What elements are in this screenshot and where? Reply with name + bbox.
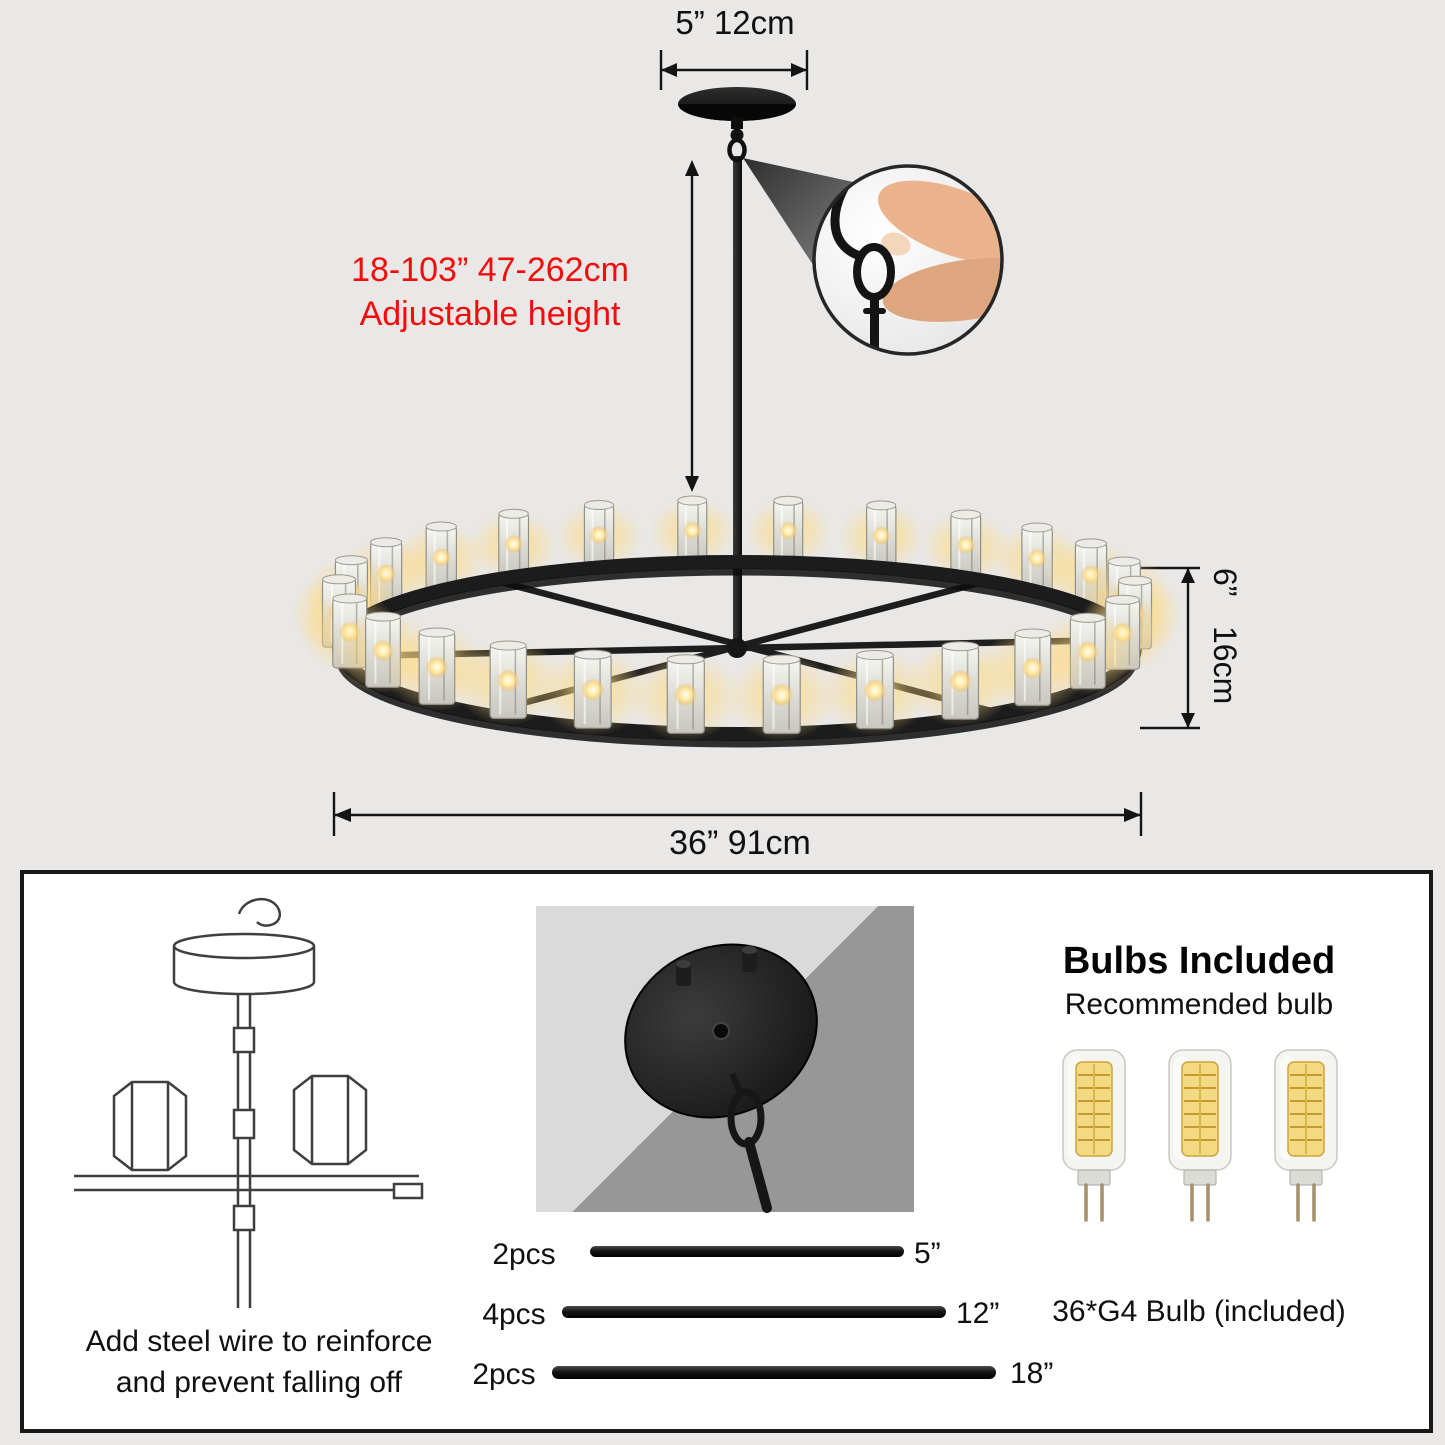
adjustable-height-line2: Adjustable height <box>359 295 621 334</box>
crystal-shade-light <box>819 647 931 736</box>
mount-post <box>676 964 691 986</box>
center-hub <box>727 638 747 658</box>
crystal-shade-light <box>453 638 563 726</box>
arrow-down-icon <box>1181 713 1195 728</box>
hex-nut-left <box>112 1080 188 1172</box>
arrow-left-icon <box>661 63 677 77</box>
canopy-width-label: 5” 12cm <box>675 4 795 41</box>
rod-length-label: 5” <box>914 1237 941 1270</box>
crystal-shade-light <box>921 509 1011 582</box>
canopy-mount-photo <box>536 906 914 1213</box>
g4-bulb-icon <box>1061 1048 1127 1222</box>
wire-curl <box>237 897 282 927</box>
crystal-shade-light <box>837 500 926 572</box>
adjustable-height-line1: 18-103” 47-262cm <box>351 251 629 289</box>
steel-wire-caption-line1: Add steel wire to reinforce <box>85 1325 433 1358</box>
bulb-count-caption: 36*G4 Bulb (included) <box>1052 1295 1346 1328</box>
hanging-loop <box>727 137 747 163</box>
ring-height-inch-label: 6” <box>1207 568 1243 597</box>
steel-wire-installation-diagram <box>74 897 424 1308</box>
crystal-lights-front-row <box>298 575 1185 741</box>
crystal-shade-light <box>469 508 559 581</box>
ring-height-cm-label: 16cm <box>1207 626 1243 705</box>
ceiling-canopy <box>678 87 796 163</box>
crystal-shade-light <box>905 639 1015 727</box>
rod-qty-label: 2pcs <box>492 1238 556 1271</box>
rod-qty-label: 4pcs <box>482 1298 546 1331</box>
ring-height-dimension-line <box>1140 566 1200 730</box>
center-screw <box>712 1022 730 1040</box>
arrow-right-icon <box>791 63 807 77</box>
rod-qty-label: 2pcs <box>472 1358 536 1391</box>
arrow-left-icon <box>334 808 351 822</box>
crystal-shade-light <box>537 647 648 736</box>
canopy-width-dimension-line <box>659 50 809 90</box>
chandelier-ring <box>289 495 1185 748</box>
crystal-shade-light <box>744 495 832 567</box>
adjustable-height-dimension-line <box>685 160 699 492</box>
crystal-shade-light <box>555 500 643 572</box>
arrow-right-icon <box>1124 808 1141 822</box>
diameter-dimension-line <box>332 792 1143 836</box>
adjustable-height-label: 18-103” 47-262cm Adjustable height <box>300 248 680 336</box>
callout-circle-border <box>812 164 1004 356</box>
hanging-rod <box>733 156 742 652</box>
canopy-mount-detail <box>624 943 818 1213</box>
crystal-shade-light <box>726 652 838 741</box>
bulbs-included-title: Bulbs Included <box>1062 940 1336 982</box>
arrow-up-icon <box>1181 568 1195 583</box>
g4-bulb-icon <box>1167 1048 1233 1222</box>
crystal-shade-light <box>648 495 736 567</box>
recommended-bulb-subtitle: Recommended bulb <box>1064 988 1334 1021</box>
arrow-down-icon <box>685 476 699 492</box>
rod-12in <box>562 1306 946 1318</box>
hex-nut-right <box>292 1074 368 1166</box>
steel-wire-caption: Add steel wire to reinforce and prevent … <box>54 1322 464 1403</box>
hook-loop <box>853 243 895 301</box>
spec-panel: Add steel wire to reinforce and prevent … <box>20 870 1433 1433</box>
steel-wire-caption-line2: and prevent falling off <box>115 1365 403 1399</box>
arrow-up-icon <box>685 160 699 176</box>
mount-post <box>742 950 757 972</box>
diameter-label: 36” 91cm <box>669 824 811 862</box>
g4-bulbs-image <box>1061 1048 1339 1222</box>
detail-callout <box>743 158 1004 356</box>
down-rod <box>744 1137 772 1213</box>
rod-length-label: 18” <box>1010 1357 1054 1390</box>
g4-bulb-icon <box>1273 1048 1339 1222</box>
crystal-shade-light <box>630 651 742 741</box>
rod-length-label: 12” <box>956 1297 1000 1330</box>
rod-18in <box>552 1366 996 1379</box>
rod-5in <box>590 1246 904 1257</box>
